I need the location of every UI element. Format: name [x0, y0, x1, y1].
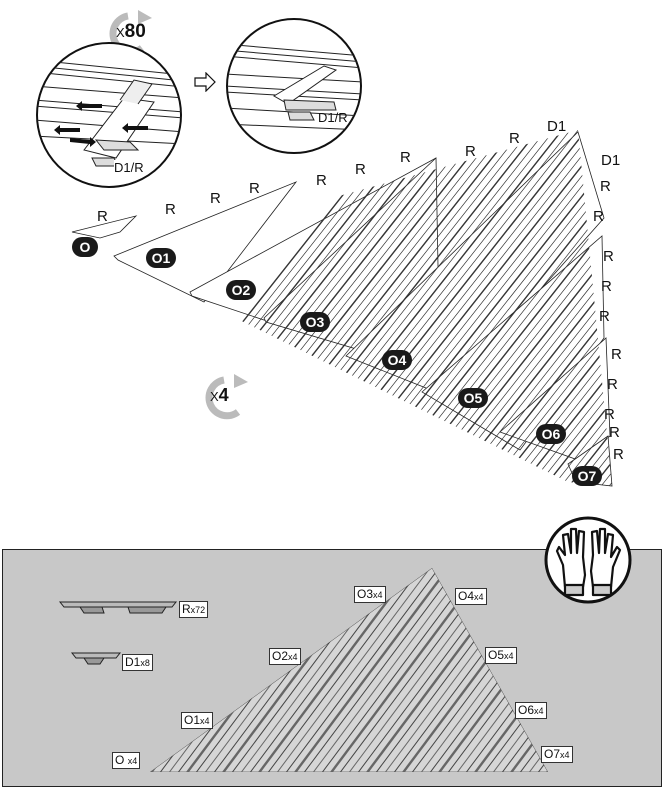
panel-section-4 — [345, 131, 605, 397]
part-label-o6: O6x4 — [515, 702, 547, 719]
repeat-count: 4 — [218, 385, 229, 405]
part-d1-drawing — [70, 650, 122, 668]
edge-label: R — [600, 178, 611, 195]
exploded-panels — [0, 560, 666, 790]
part-label-r: Rx72 — [179, 601, 209, 618]
detail-circle-right: D1/R — [224, 16, 364, 156]
part-label-o4: O4x4 — [455, 588, 487, 605]
section-label-o5: O5 — [458, 388, 488, 408]
edge-label: R — [355, 161, 366, 178]
edge-label: R — [97, 208, 108, 225]
edge-label: R — [604, 406, 615, 423]
edge-label: R — [611, 346, 622, 363]
edge-label: R — [599, 308, 610, 325]
repeat-badge-x4: X4 — [196, 372, 256, 422]
section-label-o2: O2 — [226, 280, 256, 300]
rotate-arrow-icon — [205, 374, 248, 420]
part-r-drawing — [58, 599, 178, 619]
panel-section-1 — [113, 181, 298, 303]
edge-label: R — [593, 208, 604, 225]
part-label-d1: D1x8 — [122, 654, 153, 671]
edge-label: R — [601, 278, 612, 295]
edge-label: R — [210, 190, 221, 207]
arrow-right-icon — [194, 72, 216, 92]
edge-label: R — [603, 248, 614, 265]
section-label-o: O — [72, 237, 98, 257]
edge-label: R — [465, 143, 476, 160]
edge-label: D1 — [601, 152, 621, 169]
edge-label: R — [400, 149, 411, 166]
section-label-o4: O4 — [382, 350, 412, 370]
edge-label: R — [613, 446, 624, 463]
panel-section-0 — [71, 215, 138, 239]
edge-label: R — [509, 130, 520, 147]
section-label-o7: O7 — [572, 466, 602, 486]
repeat-prefix: X — [116, 25, 125, 40]
edge-label: R — [165, 201, 176, 218]
part-label-o1: O1x4 — [181, 712, 213, 729]
part-label-o3: O3x4 — [354, 586, 386, 603]
repeat-count: 80 — [124, 21, 146, 42]
detail-label-right: D1/R — [318, 110, 348, 125]
part-label-o: O x4 — [112, 752, 141, 769]
gloves-icon — [543, 515, 633, 605]
repeat-prefix: X — [210, 389, 219, 404]
part-label-o5: O5x4 — [485, 647, 517, 664]
part-label-o2: O2x4 — [269, 648, 301, 665]
roof-panel-assembly — [0, 110, 666, 500]
detail-label-left: D1/R — [114, 160, 144, 175]
section-label-o6: O6 — [536, 424, 566, 444]
exploded-panel-lines — [150, 568, 548, 772]
edge-label: R — [607, 376, 618, 393]
edge-label: D1 — [547, 118, 567, 135]
section-label-o3: O3 — [300, 312, 330, 332]
detail-circle-left: D1/R — [34, 40, 184, 190]
section-label-o1: O1 — [146, 248, 176, 268]
panel-section-6 — [499, 337, 611, 461]
edge-label: R — [609, 424, 620, 441]
edge-label: R — [316, 172, 327, 189]
part-label-o7: O7x4 — [541, 746, 573, 763]
edge-label: R — [249, 180, 260, 197]
